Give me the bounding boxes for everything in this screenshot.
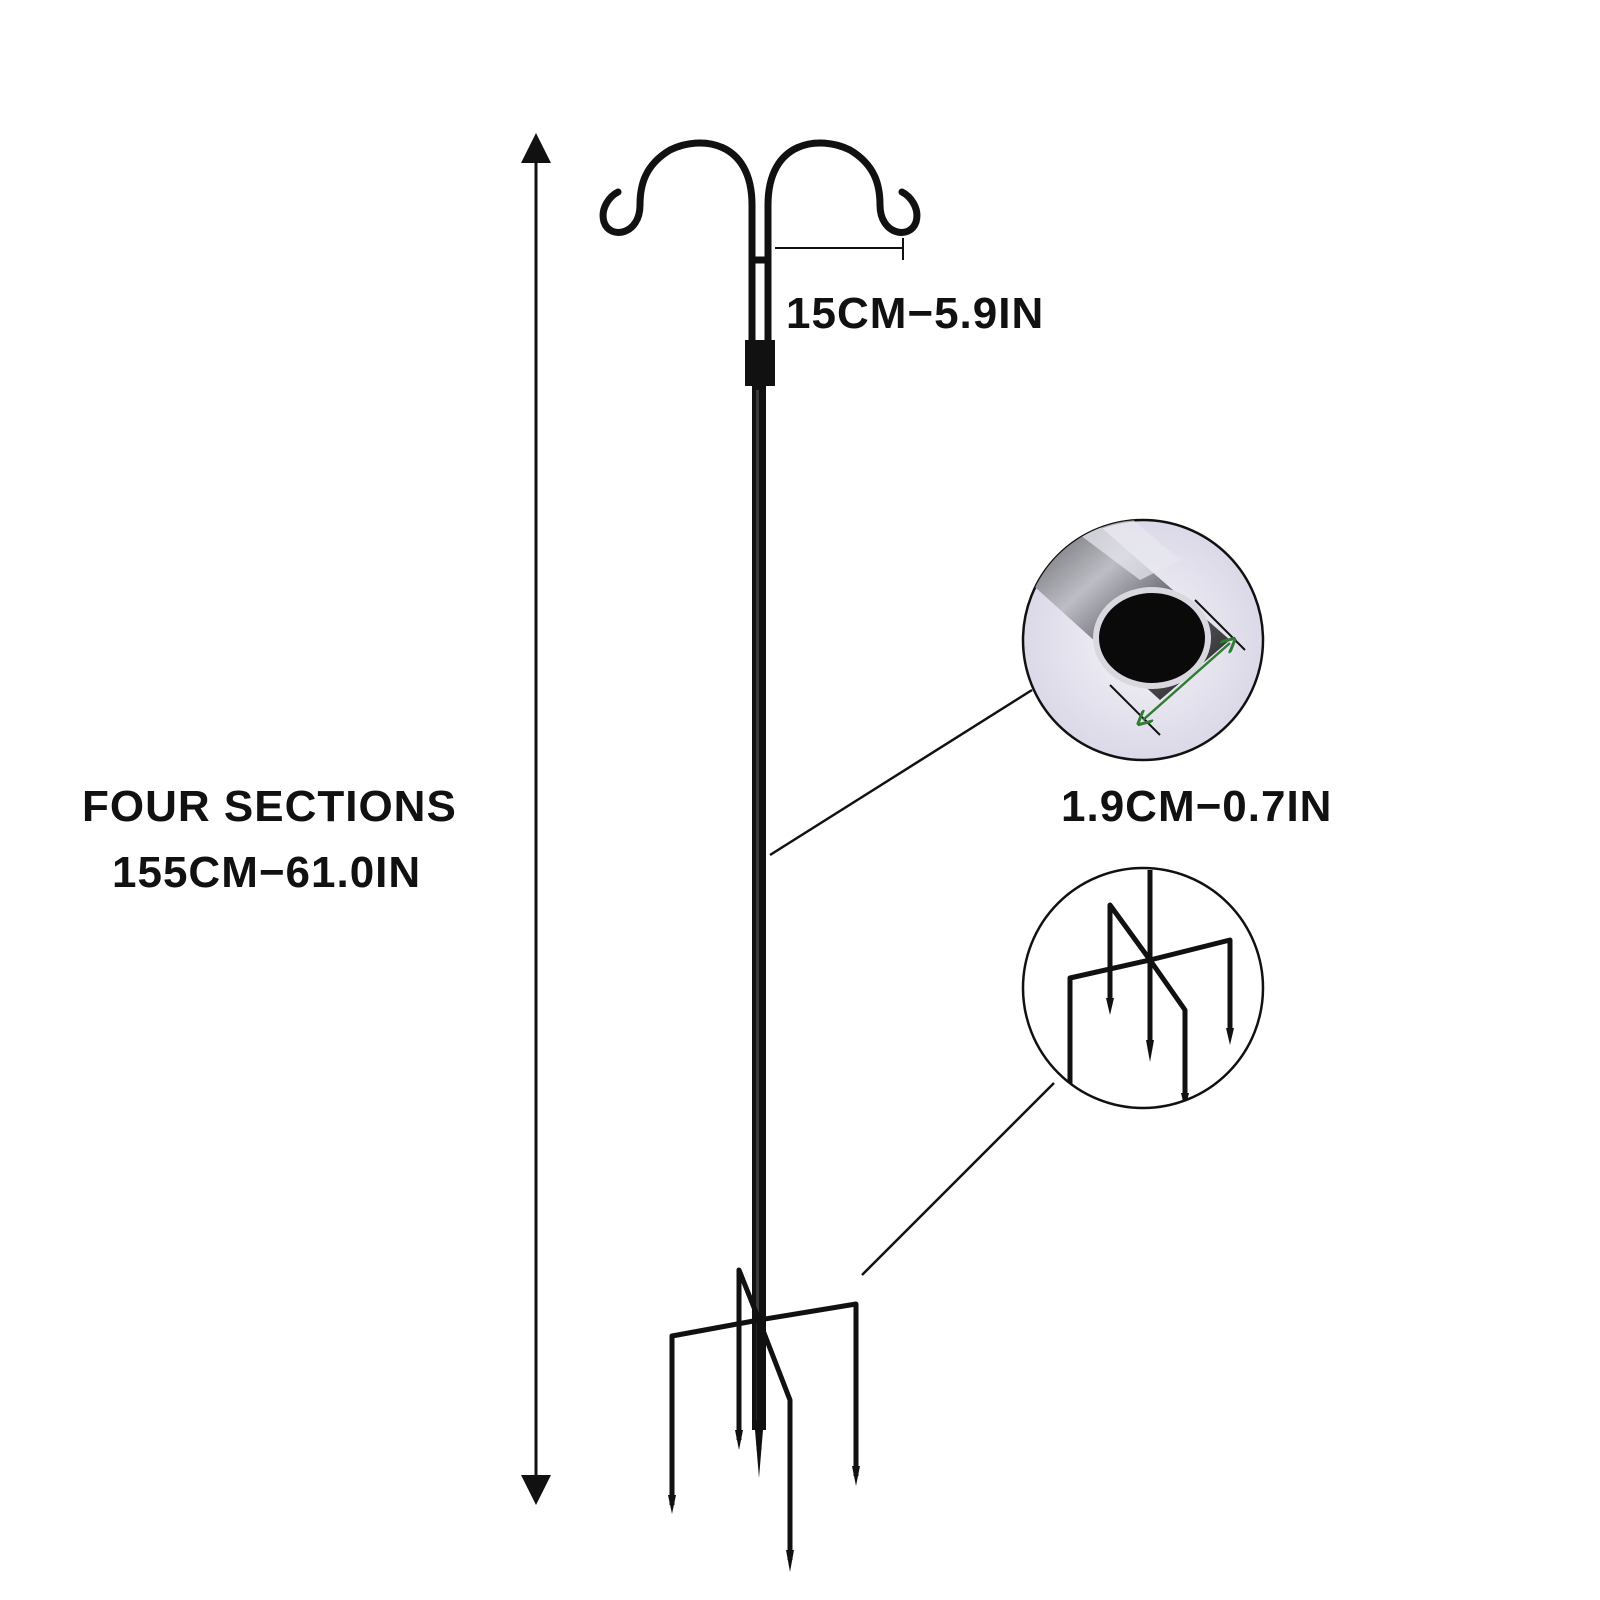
base-detail-callout: [1021, 866, 1265, 1110]
double-hook-icon: [599, 139, 921, 354]
diameter-arrow: [1143, 643, 1230, 720]
tube-callout-leader: [769, 688, 1033, 857]
hook-width-dimension: [775, 238, 904, 260]
tube-diameter-label: 1.9CM−0.7IN: [1061, 782, 1333, 831]
hook-width-label: 15CM−5.9IN: [786, 289, 1045, 338]
pole-connector: [745, 340, 775, 386]
five-prong-base-icon: [669, 1267, 859, 1560]
tube-cross-section-callout: [1021, 518, 1265, 762]
sections-label: FOUR SECTIONS: [82, 782, 457, 831]
base-callout-leader: [861, 1082, 1055, 1276]
total-length-label: 155CM−61.0IN: [112, 848, 422, 897]
